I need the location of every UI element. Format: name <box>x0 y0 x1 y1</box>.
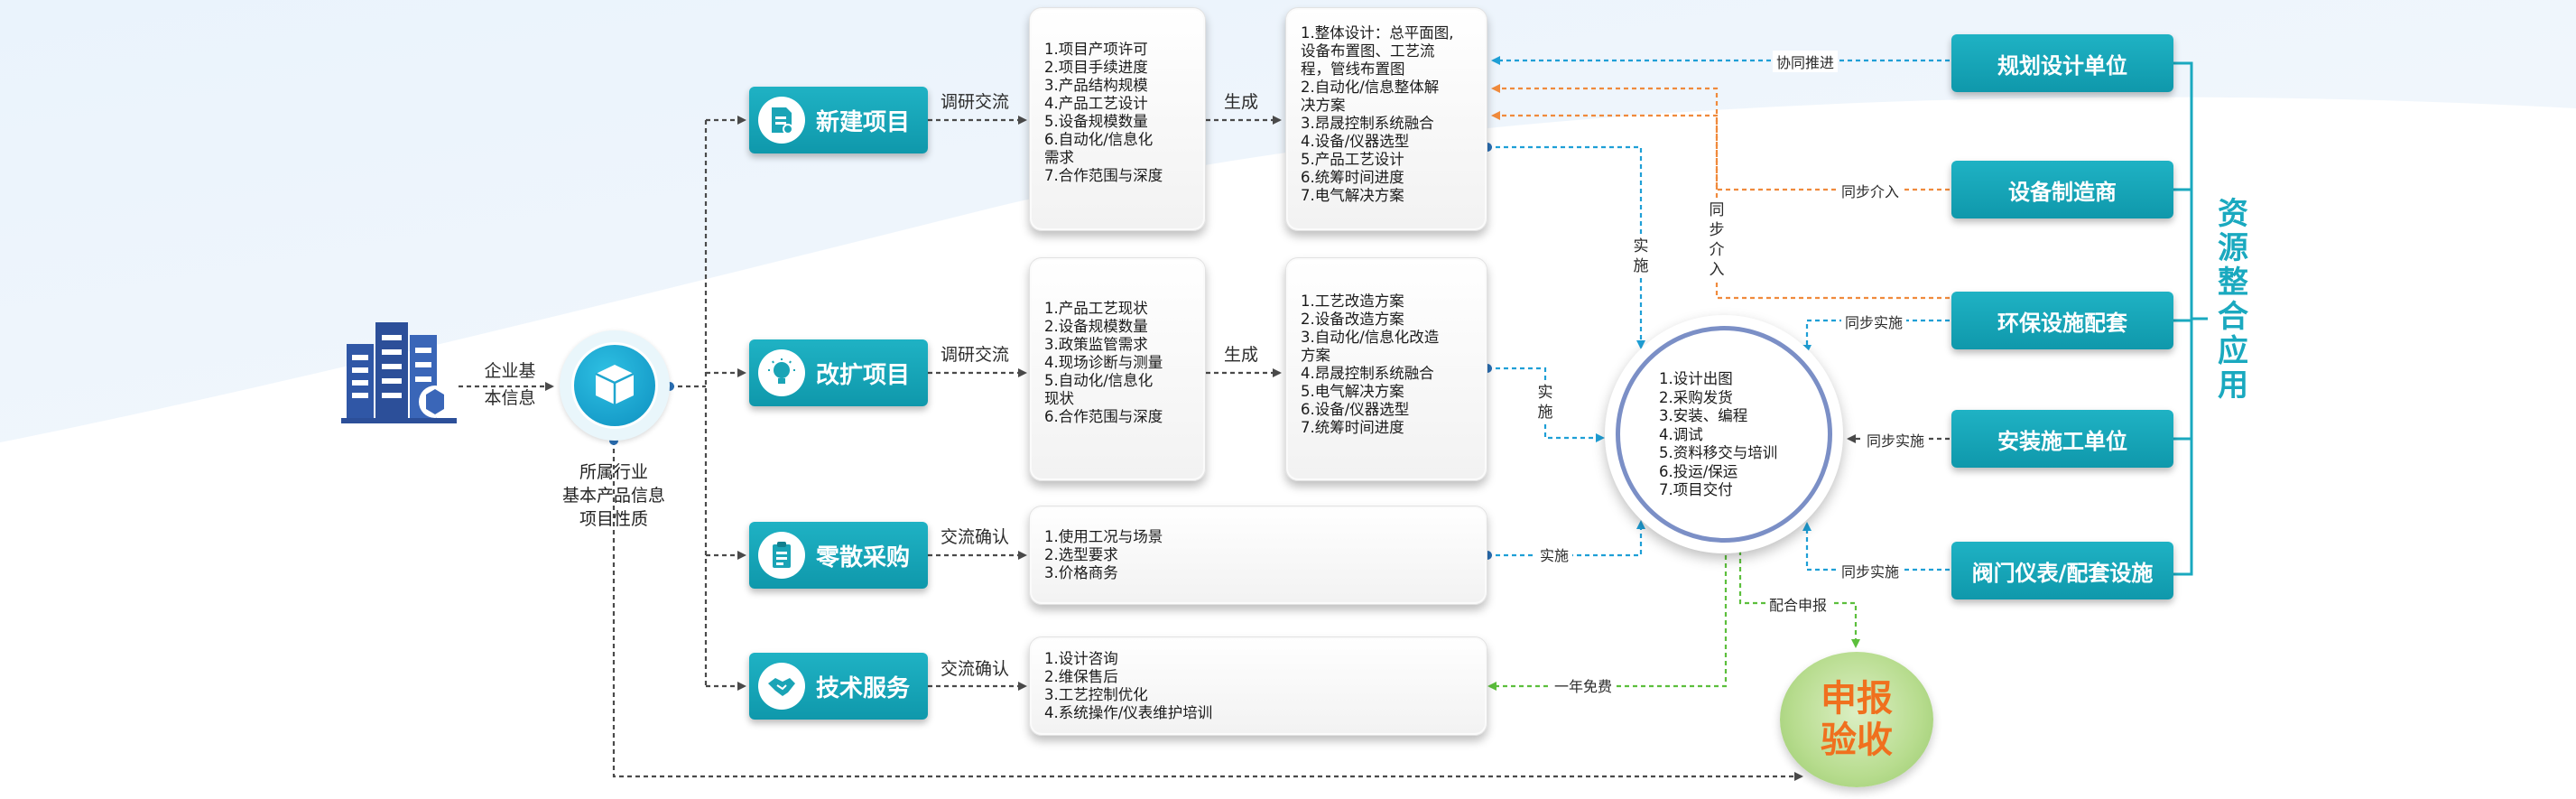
new-project-label: 新建项目 <box>816 108 911 136</box>
implement-label: 实施 <box>1536 544 1573 565</box>
bulk-purchase-label: 零散采购 <box>816 544 911 571</box>
bulk-purchase-button[interactable]: 零散采购 <box>749 522 928 589</box>
handshake-icon <box>758 663 805 710</box>
expansion-project-button[interactable]: 改扩项目 <box>749 339 928 406</box>
new-project-button[interactable]: 新建项目 <box>749 87 928 153</box>
partner-environmental[interactable]: 环保设施配套 <box>1951 292 2173 349</box>
lightbulb-icon <box>758 349 805 396</box>
partner-planning-design[interactable]: 规划设计单位 <box>1951 34 2173 92</box>
implement-vertical-label: 实施 <box>1631 237 1651 276</box>
collaborate-label: 协同推进 <box>1773 51 1839 72</box>
acceptance-badge: 申报 验收 <box>1780 652 1933 787</box>
sync-intervene-label: 同步介入 <box>1838 180 1904 201</box>
partner-equipment-maker[interactable]: 设备制造商 <box>1951 161 2173 218</box>
hub-info-label: 所属行业 基本产品信息 项目性质 <box>561 462 665 529</box>
tech-service-label: 技术服务 <box>816 674 911 702</box>
box-icon <box>595 365 635 404</box>
sync-intervene-vertical-label: 同步介入 <box>1707 200 1727 280</box>
generate-label: 生成 <box>1224 92 1259 112</box>
enterprise-info-label: 企业基 本信息 <box>484 361 536 408</box>
enterprise-building-icon <box>341 311 457 427</box>
generate-label: 生成 <box>1224 345 1259 365</box>
resource-integration-title: 资源整合应用 <box>2218 196 2248 404</box>
partner-valve-instrument[interactable]: 阀门仪表/配套设施 <box>1951 542 2173 599</box>
sync-implement-label: 同步实施 <box>1838 560 1904 581</box>
sync-implement-label: 同步实施 <box>1841 311 1907 332</box>
sync-implement-label: 同步实施 <box>1863 429 1929 451</box>
document-icon <box>758 97 805 144</box>
research-exchange-label: 调研交流 <box>941 92 1010 112</box>
hub-node <box>560 330 670 441</box>
implement-vertical-label: 实施 <box>1535 383 1555 423</box>
one-year-free-label: 一年免费 <box>1551 674 1617 696</box>
cooperate-report-label: 配合申报 <box>1765 593 1831 615</box>
research-exchange-label: 调研交流 <box>941 345 1010 365</box>
implementation-circle <box>1605 315 1843 553</box>
partner-installation[interactable]: 安装施工单位 <box>1951 410 2173 468</box>
exchange-confirm-label: 交流确认 <box>941 527 1010 547</box>
exchange-confirm-label: 交流确认 <box>941 659 1010 679</box>
expansion-project-label: 改扩项目 <box>816 361 911 389</box>
tech-service-button[interactable]: 技术服务 <box>749 653 928 720</box>
clipboard-icon <box>758 532 805 579</box>
